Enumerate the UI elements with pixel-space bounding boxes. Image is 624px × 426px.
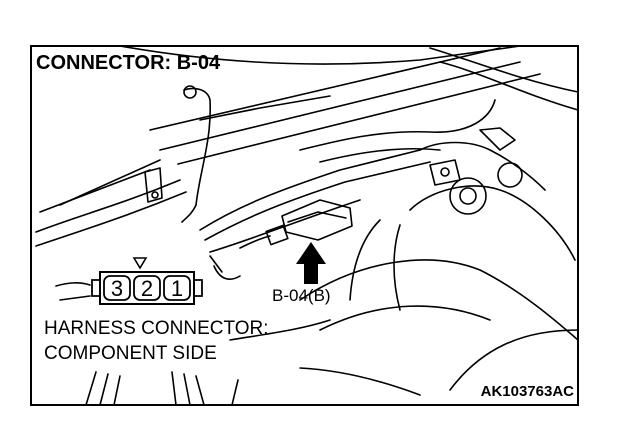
callout-label: B-04(B)	[272, 286, 331, 305]
caption-line-1: HARNESS CONNECTOR:	[44, 318, 269, 339]
connector-left-latch	[91, 279, 100, 297]
connector-right-latch	[194, 279, 203, 297]
pin-1-cell	[163, 275, 191, 301]
pin-1-label: 1	[171, 276, 183, 301]
callout-arrow	[296, 242, 326, 284]
pin-2-cell	[133, 275, 161, 301]
pin-3-cell	[103, 275, 131, 301]
caption-line-2: COMPONENT SIDE	[44, 343, 217, 364]
pin-index-triangle	[132, 257, 148, 270]
figure-code: AK103763AC	[481, 383, 575, 400]
pin-2-label: 2	[141, 276, 153, 301]
engine-bay-illustration	[35, 45, 579, 406]
diagram-title: CONNECTOR: B-04	[36, 52, 221, 74]
diagram-frame	[30, 45, 579, 406]
pin-3-label: 3	[111, 276, 123, 301]
connector-pinout: 3 2 1	[91, 257, 203, 305]
